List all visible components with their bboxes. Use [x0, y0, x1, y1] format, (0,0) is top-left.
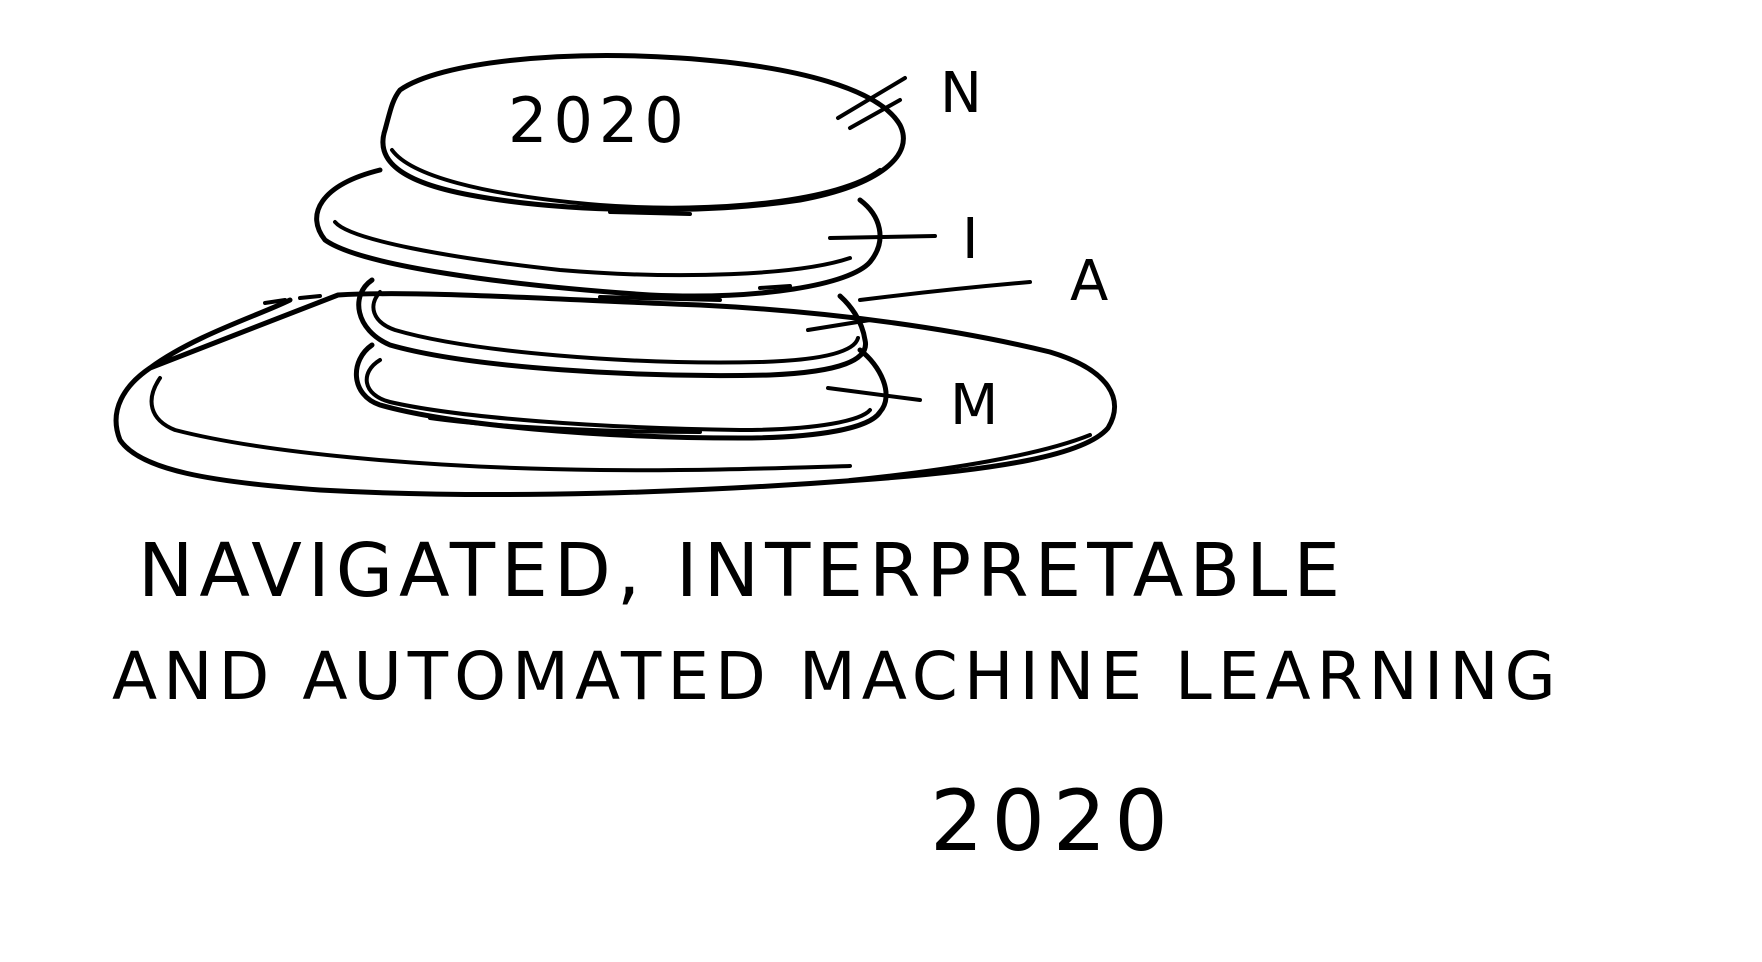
coin-second [314, 167, 883, 302]
caption-year: 2020 [930, 772, 1176, 870]
coin-bottom [354, 342, 889, 441]
side-letter-m: M [950, 373, 998, 438]
caption-line-2: AND AUTOMATED MACHINE LEARNING [112, 638, 1562, 715]
top-coin-year: 2020 [508, 84, 690, 157]
plate-drawing [113, 291, 1118, 498]
coin-top [380, 53, 906, 216]
side-letter-n: N [940, 61, 982, 126]
coin-third [356, 277, 869, 379]
pointer-lines [806, 76, 1032, 402]
caption-line-1: NAVIGATED, INTERPRETABLE [138, 528, 1347, 614]
side-letter-i: I [962, 207, 979, 272]
side-letter-a: A [1070, 249, 1108, 314]
